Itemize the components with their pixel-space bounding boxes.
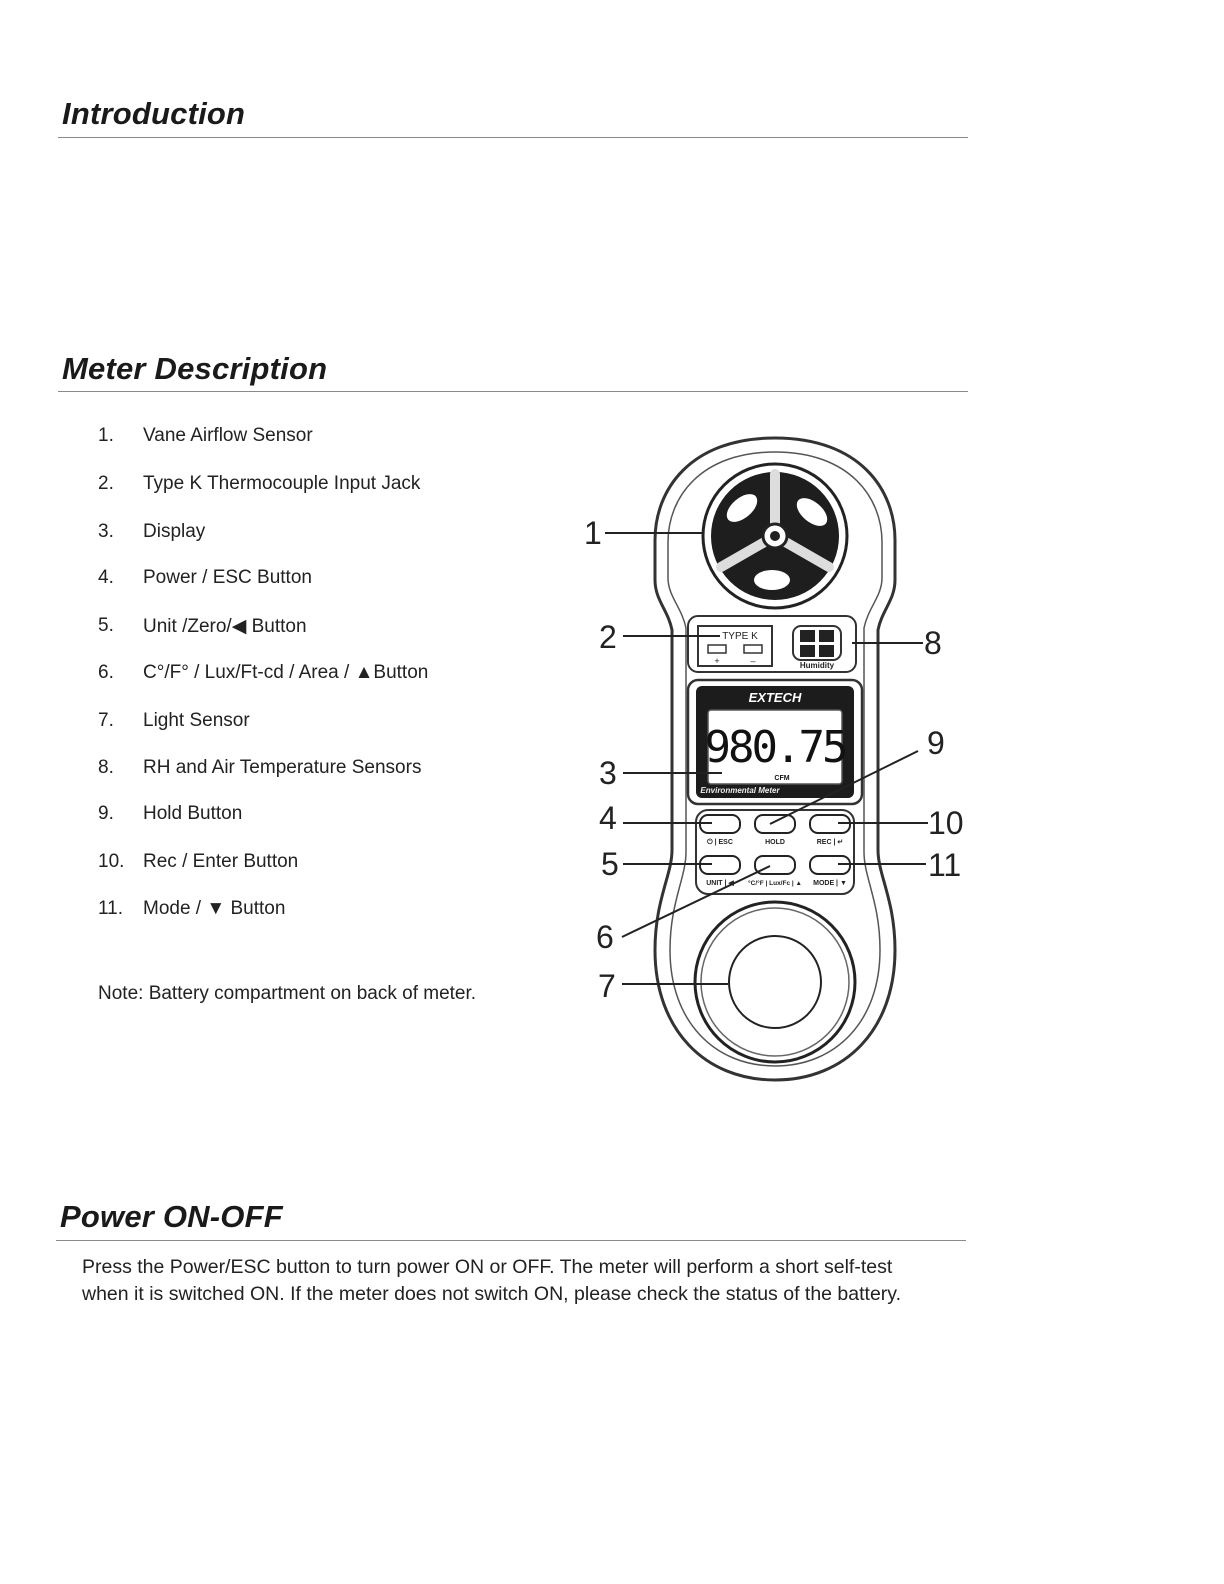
lcd-screen — [707, 709, 843, 785]
list-item-number: 8. — [98, 757, 114, 778]
list-item-number: 9. — [98, 803, 114, 824]
list-item-label: Power / ESC Button — [143, 567, 312, 588]
list-item-label: Vane Airflow Sensor — [143, 425, 313, 446]
lcd-unit: CFM — [774, 775, 789, 782]
unit-zero-button: UNIT | ◀ — [699, 855, 741, 887]
mode-button: MODE | ▼ — [809, 855, 851, 887]
rec-enter-label: REC | ↵ — [817, 839, 844, 846]
hold-button: HOLD — [754, 814, 796, 846]
callout-2: 2 — [599, 619, 617, 655]
vane-airflow-sensor — [701, 462, 849, 610]
model-label: Environmental Meter — [700, 786, 780, 795]
list-item-label: Rec / Enter Button — [143, 851, 299, 872]
power-paragraph: Press the Power/ESC button to turn power… — [82, 1254, 972, 1308]
list-item-number: 3. — [98, 521, 114, 542]
paragraph-line: Press the Power/ESC button to turn power… — [82, 1256, 893, 1278]
introduction-rule — [58, 137, 968, 138]
callout-10: 10 — [928, 805, 964, 841]
callout-9: 9 — [927, 725, 945, 761]
callout-1: 1 — [584, 515, 602, 551]
callout-6: 6 — [596, 919, 614, 955]
list-item-number: 7. — [98, 710, 114, 731]
cf-lux-area-button: °C/°F | Lux/Fc | ▲ — [748, 855, 802, 887]
list-item-label: RH and Air Temperature Sensors — [143, 757, 422, 778]
list-item-label: Type K Thermocouple Input Jack — [143, 473, 421, 494]
power-heading: Power ON-OFF — [60, 1199, 283, 1234]
unit-zero-label: UNIT | ◀ — [706, 880, 734, 887]
list-item-number: 5. — [98, 615, 114, 636]
introduction-heading: Introduction — [62, 96, 246, 131]
type-k-jack: TYPE K + – — [697, 625, 773, 667]
paragraph-line: when it is switched ON. If the meter doe… — [82, 1283, 902, 1305]
callout-7: 7 — [598, 968, 616, 1004]
svg-text:–: – — [750, 656, 755, 666]
list-item-number: 6. — [98, 662, 114, 683]
svg-text:+: + — [714, 656, 719, 666]
type-k-label: TYPE K — [722, 631, 758, 642]
list-item-label: Unit /Zero/◀ Button — [143, 616, 307, 637]
callout-11: 11 — [928, 847, 961, 883]
humidity-label: Humidity — [800, 661, 835, 670]
list-item-number: 1. — [98, 425, 114, 446]
lcd-reading: 980.75 — [705, 722, 846, 773]
list-item-number: 4. — [98, 567, 114, 588]
power-esc-label: ⏻ | ESC — [707, 838, 733, 846]
meter-body-inner — [667, 451, 883, 1067]
meter-diagram: TYPE K + – Humidity EXTECH 980.75 CFM En… — [584, 436, 964, 1082]
list-item-label: Light Sensor — [143, 710, 250, 731]
meter-description-heading: Meter Description — [62, 351, 328, 386]
cf-lux-area-label: °C/°F | Lux/Fc | ▲ — [748, 879, 802, 887]
brand-logo: EXTECH — [749, 690, 802, 705]
hold-label: HOLD — [765, 839, 785, 846]
callout-4: 4 — [599, 800, 617, 836]
rh-temperature-sensors: Humidity — [792, 625, 842, 670]
light-sensor — [693, 900, 857, 1064]
list-item-label: C°/F° / Lux/Ft-cd / Area / ▲Button — [143, 662, 429, 683]
power-rule — [56, 1240, 966, 1241]
list-item-number: 11. — [98, 898, 124, 919]
callout-lines — [605, 532, 928, 985]
callout-8: 8 — [924, 625, 942, 661]
mode-label: MODE | ▼ — [813, 880, 847, 887]
list-item-label: Display — [143, 521, 206, 542]
callout-5: 5 — [601, 846, 619, 882]
battery-note: Note: Battery compartment on back of met… — [98, 983, 477, 1004]
list-item-label: Mode / ▼ Button — [143, 898, 286, 919]
list-item-label: Hold Button — [143, 803, 243, 824]
meter-description-rule — [58, 391, 968, 392]
list-item-number: 2. — [98, 473, 114, 494]
callout-3: 3 — [599, 755, 617, 791]
list-item-number: 10. — [98, 851, 125, 872]
